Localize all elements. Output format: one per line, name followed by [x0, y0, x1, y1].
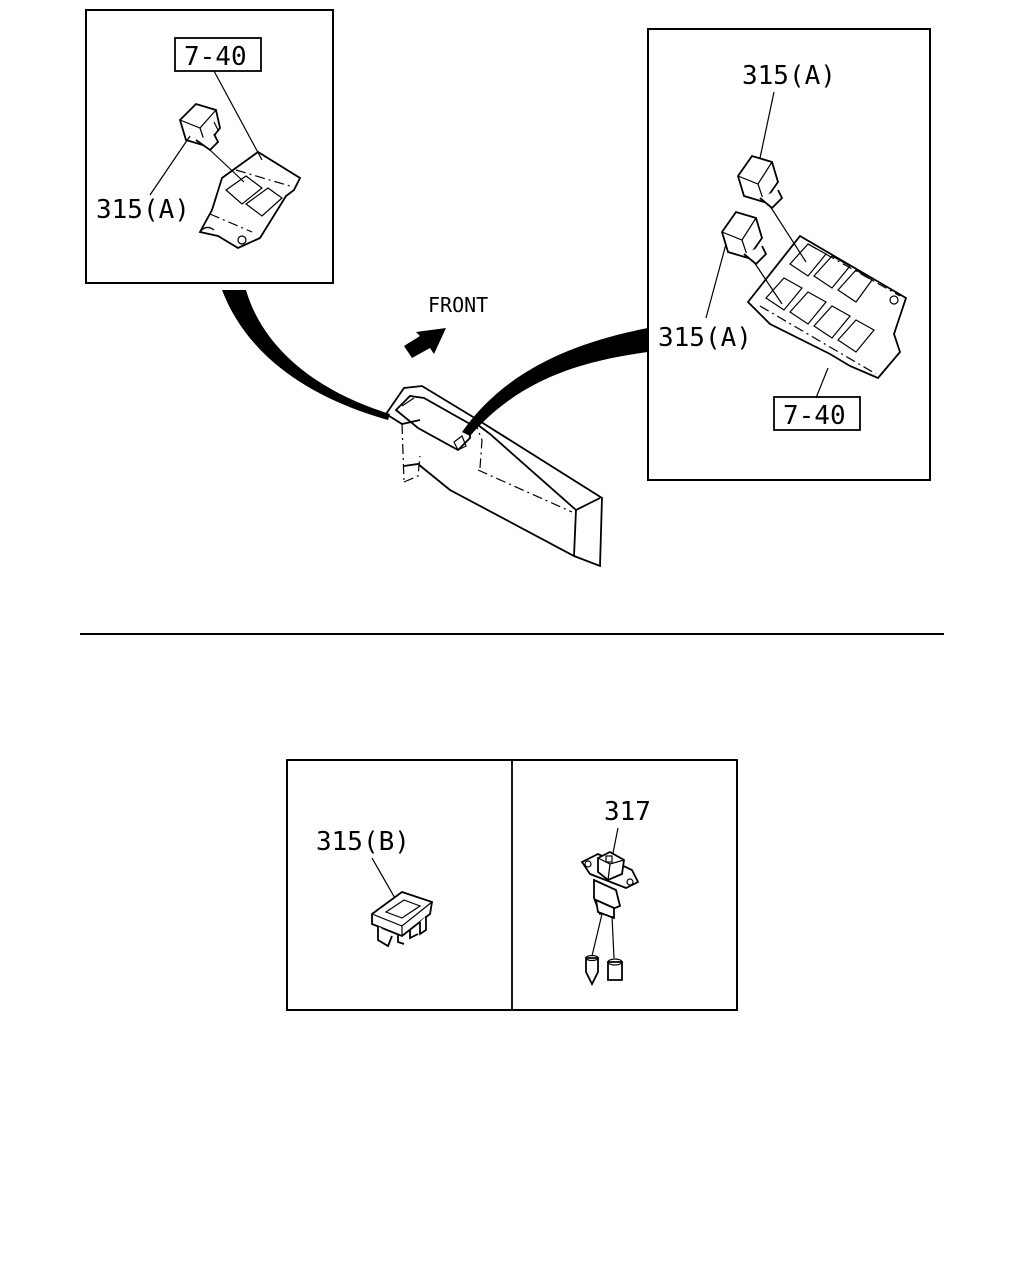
part-label-right-top: 315(A): [742, 61, 836, 91]
part-label-315b: 315(B): [316, 827, 410, 857]
direction-label: FRONT: [428, 293, 488, 317]
switch-315b: [371, 890, 434, 948]
lower-parts-box: 315(B) 317: [286, 759, 738, 1011]
part-label-317: 317: [604, 797, 651, 827]
inset-left: 7-40 315(A): [85, 9, 334, 284]
left-callout-swoosh: [222, 290, 390, 420]
ref-label-right: 7-40: [783, 401, 846, 431]
right-callout-swoosh: [462, 328, 648, 436]
switch-315a-left: [178, 102, 221, 152]
switch-317: [580, 850, 640, 987]
switch-panel-right: [746, 234, 908, 380]
switch-315a-right-upper: [737, 154, 784, 210]
switch-bracket-left: [198, 150, 302, 250]
ref-label-left: 7-40: [184, 42, 247, 72]
ref-box-right: [773, 396, 861, 431]
inset-right: 315(A): [647, 28, 931, 481]
door-armrest: [385, 385, 603, 568]
switch-315a-right-lower: [721, 210, 768, 266]
part-label-left: 315(A): [96, 195, 190, 225]
front-arrow-icon: [404, 328, 446, 358]
part-label-right-bottom: 315(A): [658, 323, 752, 353]
ref-box-left: [174, 37, 262, 72]
